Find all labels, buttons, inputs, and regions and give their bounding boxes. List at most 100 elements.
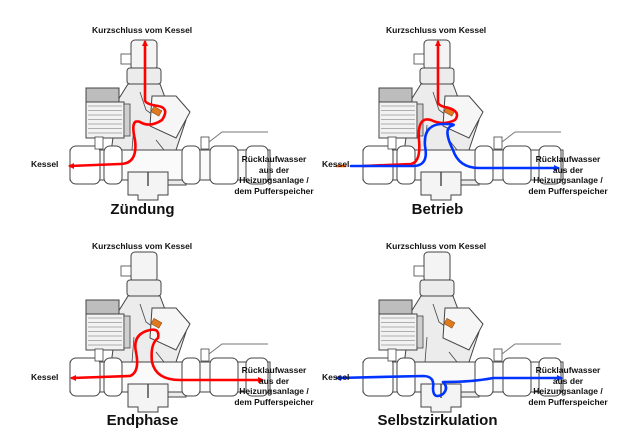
panel-zuendung: Kurzschluss vom Kessel Kessel Rücklaufwa…	[0, 0, 315, 222]
pump-terminal-box	[85, 87, 120, 103]
top-vent-icon	[413, 265, 425, 277]
right-label-line: dem Pufferspeicher	[528, 185, 608, 196]
thermo-housing	[442, 307, 484, 351]
top-label: Kurzschluss vom Kessel	[92, 241, 193, 251]
ball-valve-lever	[208, 343, 268, 355]
panel-title: Endphase	[106, 412, 179, 429]
pump-flange	[123, 103, 131, 137]
top-label: Kurzschluss vom Kessel	[386, 25, 487, 35]
pipe-fitting	[502, 145, 532, 185]
top-fitting	[130, 251, 158, 283]
thermo-housing	[149, 307, 191, 351]
ball-valve-lever	[501, 131, 561, 143]
valve-body	[69, 251, 271, 413]
cold-flow-line	[335, 374, 563, 398]
pipe-fitting	[474, 145, 494, 185]
ball-valve-lever	[501, 343, 561, 355]
valve-body	[362, 251, 564, 413]
top-label: Kurzschluss vom Kessel	[386, 241, 487, 251]
right-label-line: aus der	[258, 375, 290, 386]
pipe-fitting	[181, 145, 201, 185]
panel-selbstzirkulation: Kurzschluss vom Kessel Kessel Rücklaufwa…	[315, 222, 630, 444]
flow-arrow-icon	[258, 377, 264, 383]
pump-terminal-box	[85, 299, 120, 315]
pump-motor	[378, 101, 418, 139]
pipe-fitting	[209, 145, 239, 185]
right-label: Rücklaufwasser aus der Heizungsanlage / …	[524, 365, 612, 407]
thermo-element-icon	[150, 105, 163, 117]
right-label: Rücklaufwasser aus der Heizungsanlage / …	[524, 154, 612, 196]
right-label-line: Rücklaufwasser	[241, 365, 307, 375]
panel-betrieb: Kurzschluss vom Kessel Kessel Rücklaufwa…	[315, 0, 630, 222]
right-label-line: Rücklaufwasser	[535, 154, 601, 164]
pump-terminal-box	[378, 87, 413, 103]
right-label-line: aus der	[552, 164, 584, 175]
pump-motor	[378, 313, 418, 351]
top-fitting	[423, 251, 451, 283]
cold-flow	[349, 122, 560, 171]
flow-arrow-icon	[70, 375, 76, 381]
flow-arrow-icon	[335, 375, 341, 381]
pipe-fitting	[209, 357, 239, 397]
pump-terminal-box	[378, 299, 413, 315]
pump-motor	[85, 101, 125, 139]
left-label-kessel: Kessel	[322, 159, 350, 169]
cold-flow	[335, 374, 563, 398]
right-ball-valve-stem	[493, 348, 503, 362]
pipe-fitting	[181, 357, 201, 397]
panel-title: Zündung	[110, 201, 175, 218]
hot-flow	[68, 40, 167, 169]
right-ball-valve-stem	[200, 136, 210, 150]
left-ball-valve-stem	[94, 348, 104, 362]
thermo-element-icon	[150, 317, 163, 329]
thermo-element-icon	[443, 317, 456, 329]
right-label: Rücklaufwasser aus der Heizungsanlage / …	[230, 365, 318, 407]
panel-endphase: Kurzschluss vom Kessel Kessel Rücklaufwa…	[0, 222, 315, 444]
hot-flow	[70, 328, 264, 383]
right-label-line: Rücklaufwasser	[535, 365, 601, 375]
right-label-line: aus der	[258, 164, 290, 175]
right-ball-valve-stem	[200, 348, 210, 362]
flow-arrow-icon	[435, 40, 441, 46]
pipe-fitting	[538, 145, 562, 185]
left-ball-valve-stem	[387, 136, 397, 150]
hot-flow-line	[70, 328, 264, 382]
right-label-line: dem Pufferspeicher	[234, 396, 314, 407]
right-label-line: Rücklaufwasser	[241, 154, 307, 164]
pump-motor	[85, 313, 125, 351]
right-label-line: aus der	[552, 375, 584, 386]
flow-arrow-icon	[68, 163, 74, 169]
left-label-kessel: Kessel	[31, 372, 59, 382]
valve-diagram	[69, 251, 271, 413]
right-label-line: Heizungsanlage /	[533, 386, 603, 396]
flow-arrow-icon	[557, 375, 563, 381]
right-label-line: dem Pufferspeicher	[234, 185, 314, 196]
left-ball-valve-stem	[94, 136, 104, 150]
right-label-line: Heizungsanlage /	[239, 386, 309, 396]
pump-flange	[416, 315, 424, 349]
top-label: Kurzschluss vom Kessel	[92, 25, 193, 35]
pipe-fitting	[245, 145, 269, 185]
pipe-fitting	[474, 357, 494, 397]
valve-diagram	[335, 39, 564, 201]
right-label-line: Heizungsanlage /	[533, 175, 603, 185]
panel-title: Betrieb	[411, 201, 464, 218]
flow-arrow-icon	[554, 165, 560, 171]
flow-arrow-icon	[142, 40, 148, 46]
cold-flow-line	[349, 122, 560, 170]
thermo-housing	[442, 95, 484, 139]
left-ball-valve-stem	[387, 348, 397, 362]
top-vent-icon	[413, 53, 425, 65]
top-nut	[126, 279, 162, 297]
panel-title: Selbstzirkulation	[377, 412, 498, 429]
valve-diagram	[68, 39, 271, 201]
pump-flange	[123, 315, 131, 349]
right-label-line: dem Pufferspeicher	[528, 396, 608, 407]
valve-diagram	[335, 251, 564, 413]
top-nut	[419, 279, 455, 297]
right-ball-valve-stem	[493, 136, 503, 150]
top-vent-icon	[120, 53, 132, 65]
left-label-kessel: Kessel	[31, 159, 59, 169]
ball-valve-lever	[208, 131, 268, 143]
hot-flow-line	[68, 40, 167, 168]
